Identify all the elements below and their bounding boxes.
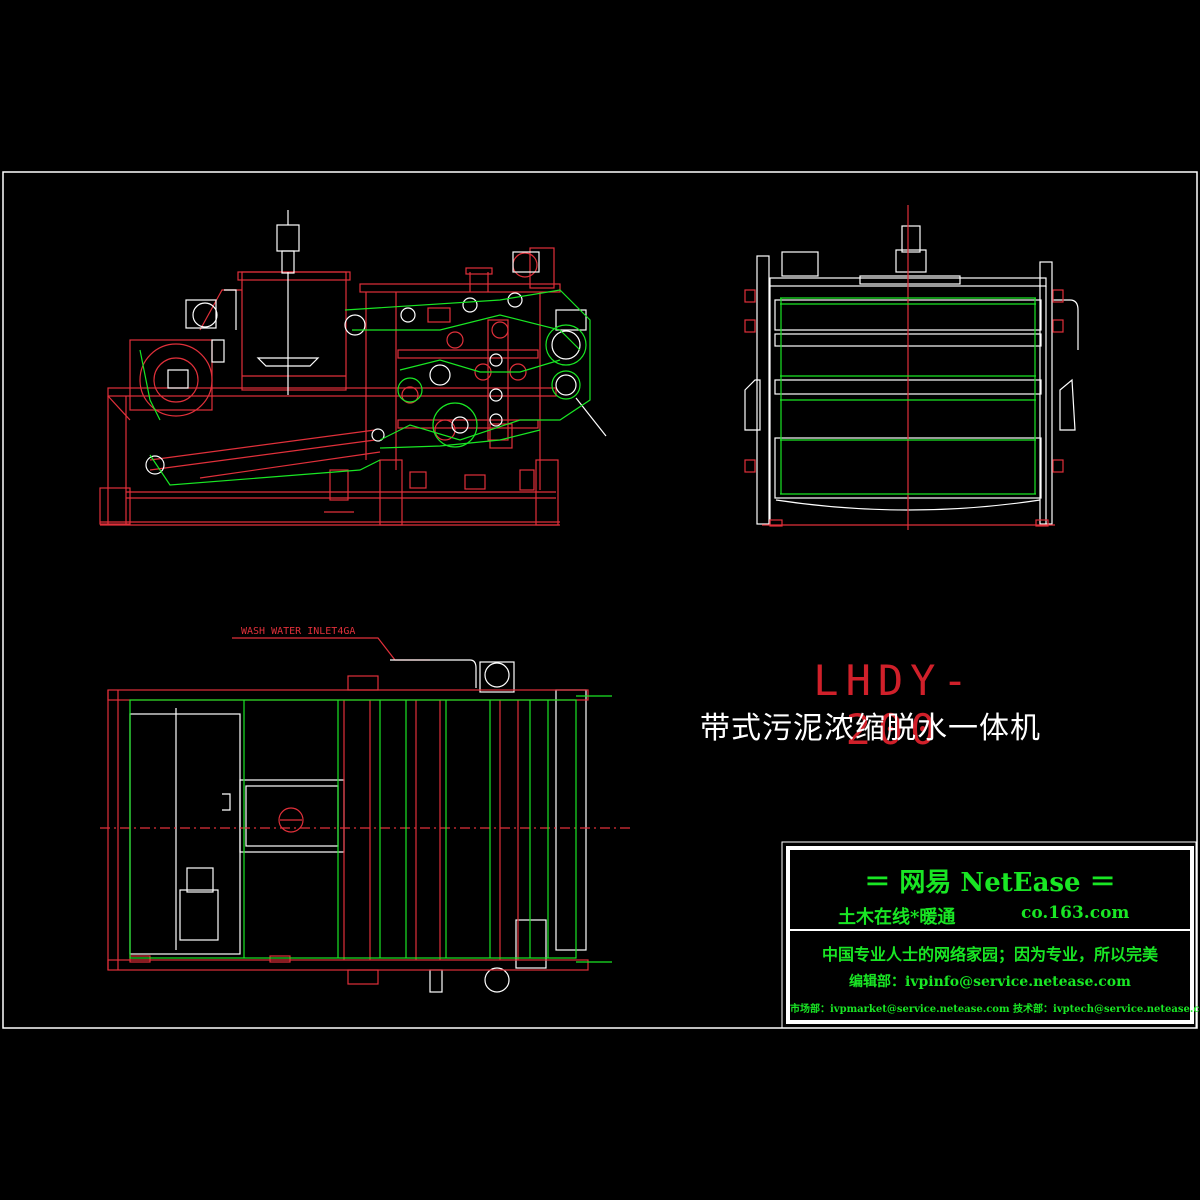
drawing-title: 带式污泥浓缩脱水一体机 bbox=[700, 711, 1041, 746]
plan-view bbox=[100, 637, 630, 993]
callout-leader-line bbox=[232, 637, 430, 661]
title-block-brand: ＝ 网易 NetEase ＝ bbox=[864, 868, 1116, 898]
model-code-label: LHDY-200 bbox=[813, 656, 975, 754]
title-block-frame bbox=[781, 841, 1197, 1029]
side-elevation-view bbox=[99, 210, 607, 526]
title-block-editor-email: 编辑部：ivpinfo@service.netease.com bbox=[849, 974, 1131, 990]
title-block-site-url: co.163.com bbox=[1021, 903, 1130, 923]
title-block-contact-emails: 市场部：ivpmarket@service.netease.com 技术部：iv… bbox=[790, 1004, 1200, 1015]
title-block-site-name: 土木在线*暖通 bbox=[838, 907, 956, 928]
drawing-border bbox=[2, 171, 1198, 1029]
end-elevation-view bbox=[744, 205, 1079, 530]
title-block-slogan: 中国专业人士的网络家园；因为专业，所以完美 bbox=[821, 945, 1158, 964]
wash-water-inlet-callout: WASH WATER INLET4GA bbox=[241, 626, 356, 637]
